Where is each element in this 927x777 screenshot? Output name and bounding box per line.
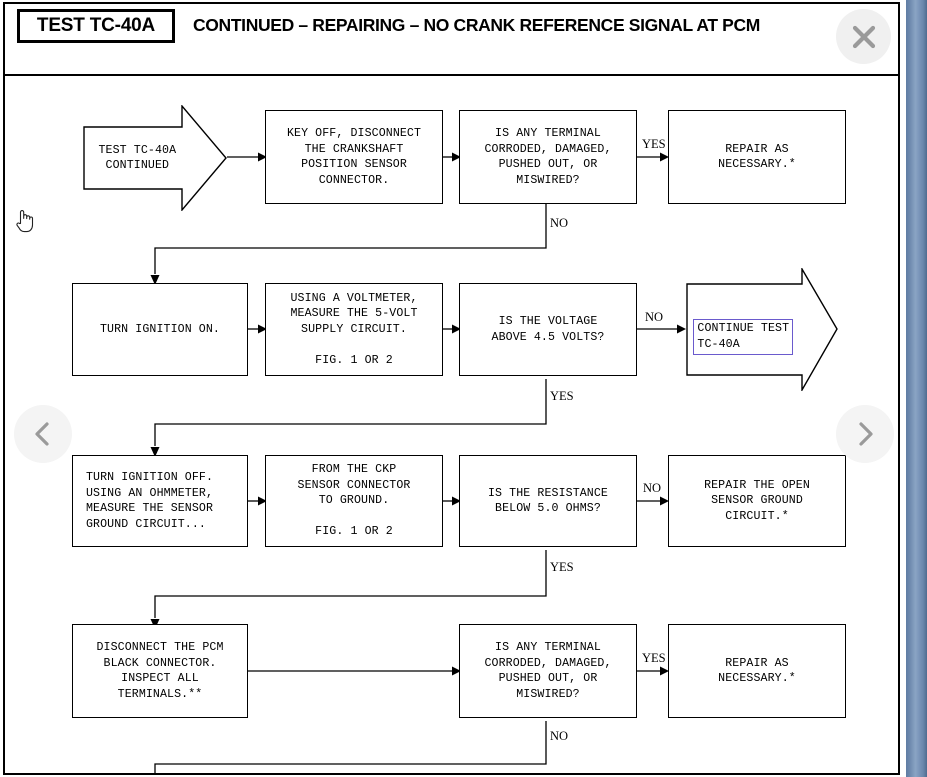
edge-label-no-row2: NO [645, 310, 664, 324]
close-button[interactable] [836, 9, 891, 64]
flow-node-label: TEST TC-40A CONTINUED [98, 143, 177, 173]
document-frame: TEST TC-40A CONTINUED – REPAIRING – NO C… [3, 2, 900, 775]
continue-test-link[interactable]: CONTINUE TEST TC-40A [693, 319, 794, 356]
flow-node-disconnect-pcm-black-connector: DISCONNECT THE PCM BLACK CONNECTOR. INSP… [72, 624, 248, 718]
flow-node-terminal-check-1: IS ANY TERMINAL CORRODED, DAMAGED, PUSHE… [459, 110, 637, 204]
flow-node-label: REPAIR THE OPEN SENSOR GROUND CIRCUIT.* [704, 478, 810, 523]
close-icon [852, 25, 875, 48]
edge-label-yes-row4: YES [642, 651, 666, 665]
document-header: TEST TC-40A CONTINUED – REPAIRING – NO C… [5, 4, 898, 76]
flow-node-voltage-above-4-5: IS THE VOLTAGE ABOVE 4.5 VOLTS? [459, 283, 637, 376]
page-title: CONTINUED – REPAIRING – NO CRANK REFEREN… [193, 15, 761, 35]
window-edge-gap [901, 0, 906, 777]
edge-label-no-row1: NO [550, 216, 569, 230]
flow-node-label: CONTINUE TEST TC-40A [690, 304, 834, 356]
flow-node-repair-as-necessary-2: REPAIR AS NECESSARY.* [668, 624, 846, 718]
flow-node-label: REPAIR AS NECESSARY.* [718, 656, 796, 686]
window-chrome-strip [906, 0, 927, 777]
flow-node-label: TURN IGNITION OFF. USING AN OHMMETER, ME… [86, 471, 214, 531]
edge-label-no-row4: NO [550, 729, 569, 743]
flow-node-label: IS ANY TERMINAL CORRODED, DAMAGED, PUSHE… [484, 641, 612, 701]
edge-label-yes-row1: YES [642, 137, 666, 151]
flow-node-label: USING A VOLTMETER, MEASURE THE 5-VOLT SU… [290, 291, 418, 367]
arrow-shape [686, 268, 838, 391]
chevron-left-icon [35, 422, 49, 446]
flowchart-canvas: TEST TC-40A CONTINUED KEY OFF, DISCONNEC… [5, 78, 898, 775]
flow-node-key-off-disconnect: KEY OFF, DISCONNECT THE CRANKSHAFT POSIT… [265, 110, 443, 204]
connector-lines [150, 152, 686, 775]
flow-node-resistance-below-5-ohms: IS THE RESISTANCE BELOW 5.0 OHMS? [459, 455, 637, 547]
flow-node-label: REPAIR AS NECESSARY.* [718, 142, 796, 172]
flow-node-label: IS THE RESISTANCE BELOW 5.0 OHMS? [488, 486, 608, 516]
flow-node-label: IS ANY TERMINAL CORRODED, DAMAGED, PUSHE… [484, 127, 612, 187]
flow-node-ohmmeter-sensor-ground: TURN IGNITION OFF. USING AN OHMMETER, ME… [72, 455, 248, 547]
flow-node-test-continued: TEST TC-40A CONTINUED [83, 105, 227, 211]
flow-node-voltmeter-5v-supply: USING A VOLTMETER, MEASURE THE 5-VOLT SU… [265, 283, 443, 376]
next-page-button[interactable] [836, 405, 894, 463]
flow-node-repair-open-sensor-ground: REPAIR THE OPEN SENSOR GROUND CIRCUIT.* [668, 455, 846, 547]
flow-node-label: IS THE VOLTAGE ABOVE 4.5 VOLTS? [491, 315, 605, 344]
arrow-shape [83, 105, 227, 211]
flow-node-turn-ignition-on: TURN IGNITION ON. [72, 283, 248, 376]
flow-node-label: FROM THE CKP SENSOR CONNECTOR TO GROUND.… [297, 463, 411, 539]
flow-node-label: KEY OFF, DISCONNECT THE CRANKSHAFT POSIT… [286, 127, 422, 187]
edge-label-yes-row2: YES [550, 389, 574, 403]
flow-node-label: DISCONNECT THE PCM BLACK CONNECTOR. INSP… [96, 641, 224, 701]
flow-node-terminal-check-2: IS ANY TERMINAL CORRODED, DAMAGED, PUSHE… [459, 624, 637, 718]
previous-page-button[interactable] [14, 405, 72, 463]
flow-node-continue-test-tc40a[interactable]: CONTINUE TEST TC-40A [686, 268, 838, 391]
edge-label-yes-row3: YES [550, 560, 574, 574]
flow-node-label: TURN IGNITION ON. [100, 322, 220, 336]
chevron-right-icon [859, 422, 873, 446]
test-id-badge: TEST TC-40A [17, 9, 175, 43]
edge-label-no-row3: NO [643, 481, 662, 495]
flow-node-repair-as-necessary-1: REPAIR AS NECESSARY.* [668, 110, 846, 204]
flow-node-ckp-connector-to-ground: FROM THE CKP SENSOR CONNECTOR TO GROUND.… [265, 455, 443, 547]
